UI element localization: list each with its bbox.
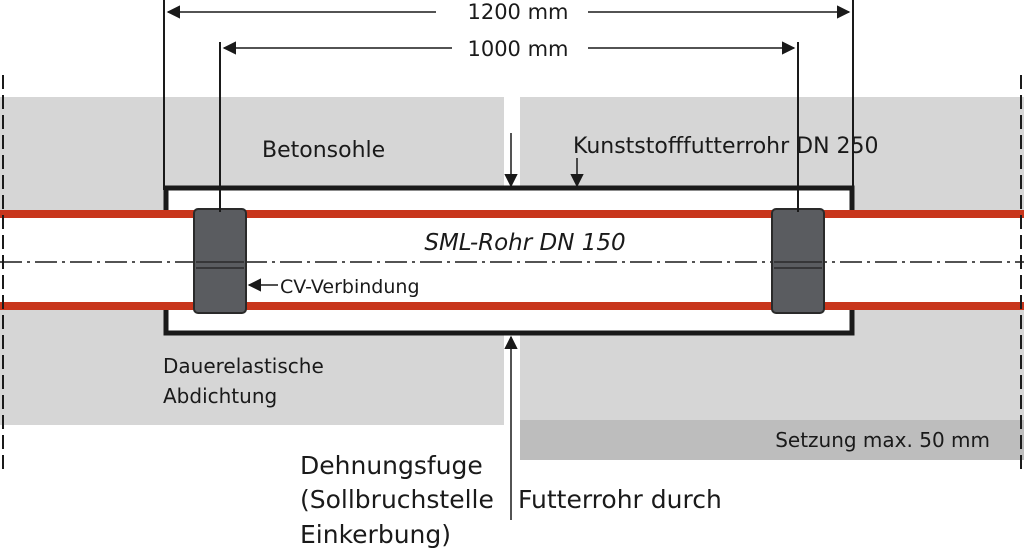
settlement-zone (520, 420, 1024, 460)
sealing-label-line1: Dauerelastische (163, 354, 324, 378)
pipe-wall-bottom (0, 302, 1024, 310)
cv-coupling-right (771, 208, 825, 314)
settlement-label: Setzung max. 50 mm (775, 428, 990, 452)
sleeve-through-label: Futterrohr durch (518, 485, 722, 514)
joint-label-line1: Dehnungsfuge (300, 451, 483, 480)
sealing-label-line2: Abdichtung (163, 384, 277, 408)
joint-label-line2: (Sollbruchstelle (300, 485, 494, 514)
pipe-wall-top (0, 210, 1024, 218)
dimension-inner-label: 1000 mm (467, 37, 568, 61)
dimension-outer-label: 1200 mm (467, 0, 568, 24)
joint-label-line3: Einkerbung) (300, 520, 451, 549)
cv-coupling-left (193, 208, 247, 314)
pipe-channel (0, 214, 1024, 306)
sml-pipe-label: SML-Rohr DN 150 (424, 230, 625, 256)
concrete-slab-label: Betonsohle (262, 138, 385, 163)
sleeve-pipe-label: Kunststofffutterrohr DN 250 (573, 134, 879, 159)
coupling-label: CV-Verbindung (280, 276, 420, 298)
